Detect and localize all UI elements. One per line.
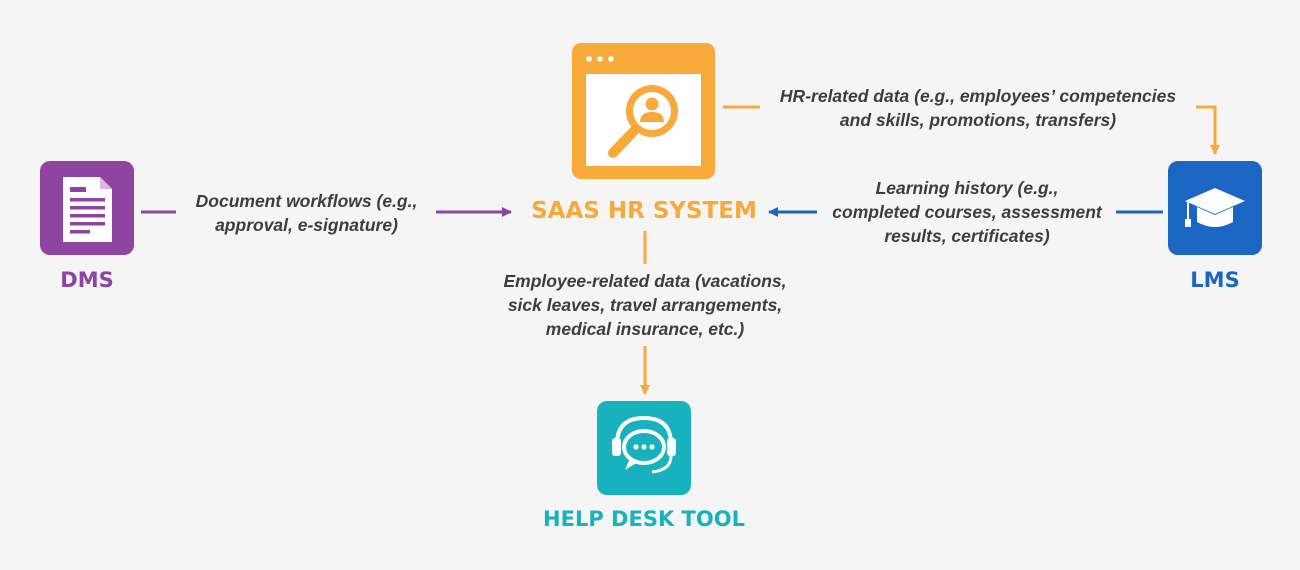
edge-label-line: results, certificates)	[884, 226, 1050, 246]
dms-node	[40, 161, 134, 255]
edge-label-hr-to-helpdesk: Employee-related data (vacations, sick l…	[488, 269, 802, 341]
headset-chat-icon	[612, 415, 676, 474]
edge-label-dms-to-hr: Document workflows (e.g., approval, e-si…	[179, 189, 434, 237]
edge-label-line: HR-related data (e.g., employees’ compet…	[779, 86, 1177, 106]
edge-hr-to-lms	[723, 105, 1220, 155]
edge-label-hr-to-lms: HR-related data (e.g., employees’ compet…	[762, 84, 1194, 132]
edge-label-line: Document workflows (e.g.,	[195, 191, 418, 211]
edge-label-line: Learning history (e.g.,	[875, 178, 1059, 198]
helpdesk-node	[597, 401, 691, 495]
edge-label-line: and skills, promotions, transfers)	[839, 110, 1117, 130]
document-icon	[63, 177, 112, 242]
edge-label-lms-to-hr: Learning history (e.g., completed course…	[820, 176, 1114, 248]
dms-label: DMS	[60, 268, 114, 292]
edge-label-line: approval, e-signature)	[215, 215, 398, 235]
edge-label-line: Employee-related data (vacations,	[503, 271, 787, 291]
edge-label-line: completed courses, assessment	[832, 202, 1102, 222]
lms-label: LMS	[1190, 268, 1240, 292]
edge-label-line: medical insurance, etc.)	[545, 319, 745, 339]
hr-system-label: SAAS HR SYSTEM	[531, 198, 757, 224]
edge-label-line: sick leaves, travel arrangements,	[507, 295, 783, 315]
lms-node	[1168, 161, 1262, 255]
graduation-cap-icon	[1185, 188, 1245, 227]
user-search-icon	[608, 85, 678, 158]
helpdesk-label: HELP DESK TOOL	[543, 507, 745, 531]
hr-system-node	[572, 43, 715, 179]
